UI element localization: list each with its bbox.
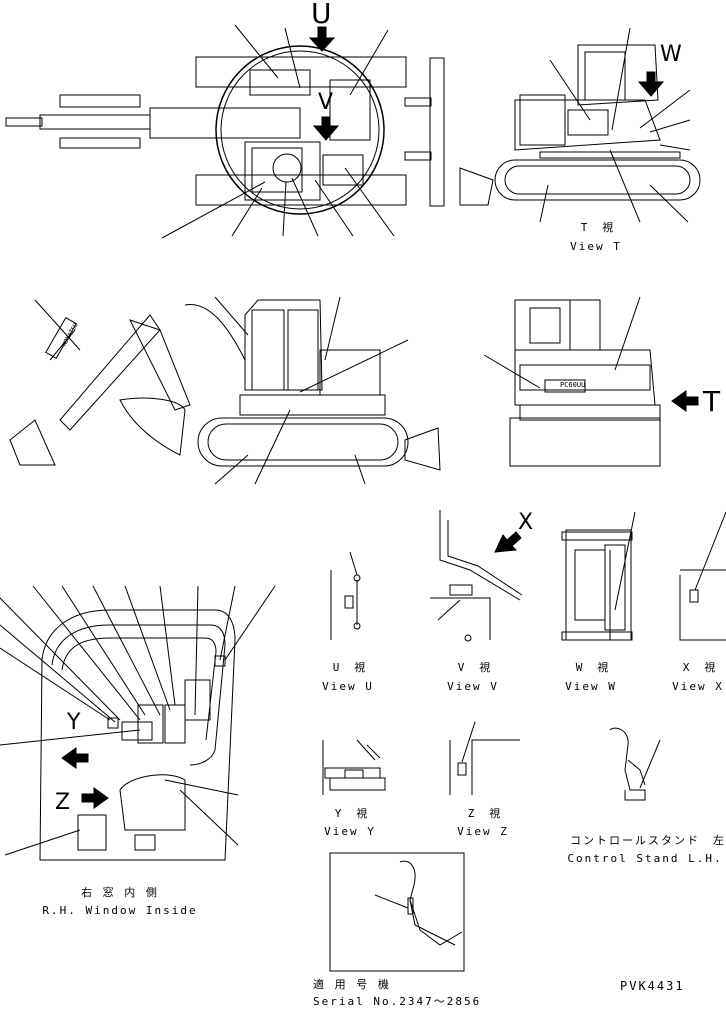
boom-decal — [45, 316, 77, 360]
view-y-letter: Y — [67, 710, 81, 735]
view-v-arrow — [312, 116, 340, 141]
control-stand-detail — [609, 727, 661, 801]
view-u-caption-jp: U 視 — [332, 661, 368, 674]
serial-caption-en: Serial No.2347～2856 — [313, 995, 482, 1008]
view-z-detail — [449, 721, 520, 795]
view-y-arrow — [61, 747, 89, 769]
view-y-caption-en: View Y — [324, 825, 376, 838]
cab-interior-view — [0, 585, 276, 861]
view-w-caption-en: View W — [565, 680, 617, 693]
window-inside-caption-en: R.H. Window Inside — [42, 904, 198, 917]
view-v-caption-jp: V 視 — [457, 661, 493, 674]
view-w-letter: W — [660, 42, 682, 67]
view-t-caption-en: View T — [570, 240, 622, 253]
view-x-detail — [679, 511, 726, 641]
view-v-caption-en: View V — [447, 680, 499, 693]
window-inside-caption-jp: 右 窓 内 側 — [81, 886, 159, 899]
view-z-letter: Z — [55, 790, 71, 815]
view-y-caption-jp: Y 視 — [334, 807, 370, 820]
view-x-caption-jp: X 視 — [682, 661, 718, 674]
counterweight-decal — [544, 379, 586, 393]
view-x-arrow — [494, 531, 522, 553]
control-stand-caption-en: Control Stand L.H. — [567, 852, 723, 865]
view-x-caption-en: View X — [672, 680, 724, 693]
view-u-arrow — [308, 26, 336, 52]
view-v-detail — [430, 510, 523, 642]
view-y-detail — [322, 739, 386, 795]
excavator-rear-view — [459, 27, 701, 223]
view-z-caption-jp: Z 視 — [467, 807, 503, 820]
view-w-detail — [561, 511, 636, 641]
view-v-letter: V — [318, 90, 334, 115]
control-stand-caption-jp: コントロールスタンド 左 — [570, 834, 726, 847]
view-t-caption-jp: T 視 — [580, 221, 616, 234]
view-u-detail — [330, 551, 361, 640]
view-w-arrow — [637, 71, 665, 97]
view-t-letter: T — [703, 385, 721, 418]
excavator-top-view — [5, 24, 445, 239]
excavator-side-view — [9, 296, 441, 485]
view-w-caption-jp: W 視 — [575, 661, 611, 674]
serial-caption-jp: 適 用 号 機 — [313, 978, 391, 991]
view-t-arrow — [671, 390, 699, 412]
reference-code: PVK4431 — [620, 979, 685, 993]
view-z-arrow — [81, 787, 109, 809]
view-z-caption-en: View Z — [457, 825, 509, 838]
view-u-letter: U — [311, 0, 332, 30]
serial-detail-box — [329, 852, 465, 972]
view-x-letter: X — [518, 510, 534, 535]
counterweight-decal-text: PC60UU — [560, 381, 586, 389]
view-u-caption-en: View U — [322, 680, 374, 693]
